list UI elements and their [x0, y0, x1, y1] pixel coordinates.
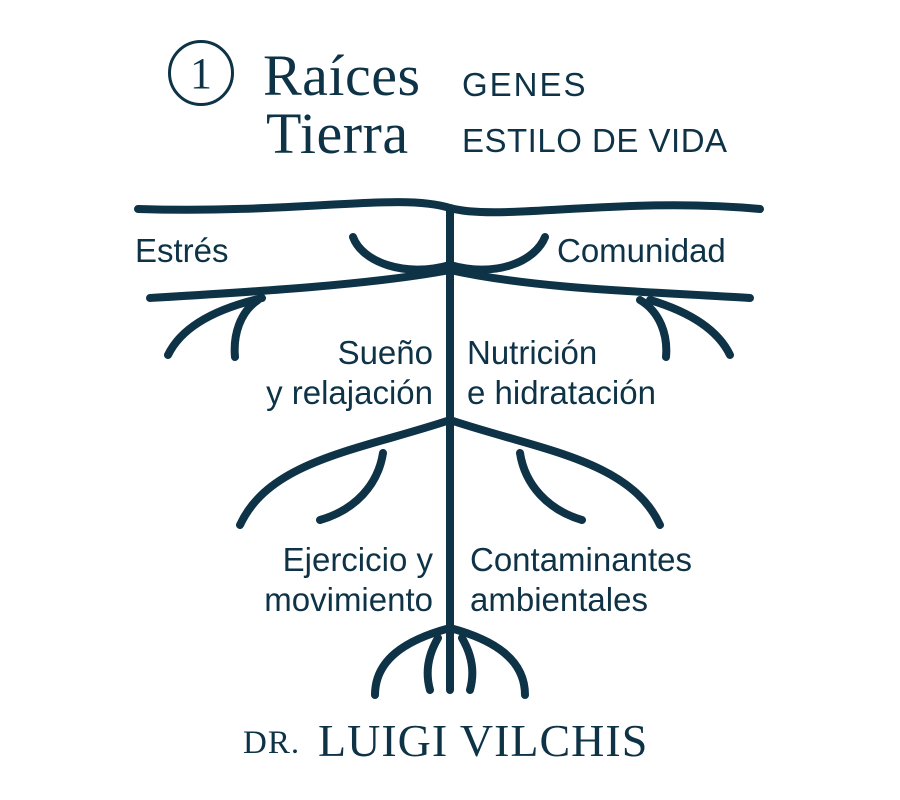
- footer-prefix: DR.: [243, 725, 301, 761]
- label-sueno-y-relajacion: Sueño y relajación: [266, 333, 433, 413]
- label-ejercicio-line1: Ejercicio y: [282, 541, 433, 578]
- middle-left-twig: [316, 449, 387, 524]
- upper-right-twig-inner: [636, 296, 671, 361]
- step-number: 1: [190, 48, 212, 98]
- middle-right-twig: [516, 449, 586, 524]
- label-estres: Estrés: [135, 232, 229, 269]
- label-nutricion-line1: Nutrición: [467, 334, 598, 371]
- bottom-left-root-outer: [371, 624, 454, 699]
- middle-left-branch: [236, 416, 454, 529]
- label-sueno-line2: y relajación: [266, 374, 433, 411]
- subtitle-estilo-de-vida: ESTILO DE VIDA: [462, 122, 728, 159]
- upper-right-curl: [446, 233, 549, 274]
- label-ejercicio-y-movimiento: Ejercicio y movimiento: [264, 540, 433, 620]
- footer-author-name: LUIGI VILCHIS: [318, 715, 649, 766]
- bottom-left-root-inner: [423, 634, 442, 694]
- upper-left-twig-outer: [164, 294, 266, 359]
- label-contaminantes-line1: Contaminantes: [470, 541, 692, 578]
- upper-left-twig-inner: [230, 296, 262, 361]
- bottom-right-root-outer: [446, 624, 529, 699]
- label-contaminantes-ambientales: Contaminantes ambientales: [470, 540, 692, 620]
- upper-right-branch: [446, 266, 754, 302]
- bottom-right-root-inner: [458, 634, 477, 694]
- label-ejercicio-line2: movimiento: [264, 581, 433, 618]
- upper-left-curl: [349, 233, 454, 274]
- upper-right-twig-outer: [646, 296, 734, 359]
- label-contaminantes-line2: ambientales: [470, 581, 648, 618]
- label-nutricion-line2: e hidratación: [467, 374, 656, 411]
- upper-left-branch: [146, 266, 454, 302]
- title-raices: Raíces: [263, 43, 421, 108]
- step-number-badge: 1: [168, 40, 234, 106]
- title-tierra: Tierra: [266, 101, 409, 166]
- label-nutricion-e-hidratacion: Nutrición e hidratación: [467, 333, 656, 413]
- middle-right-branch: [446, 416, 664, 529]
- label-comunidad: Comunidad: [557, 232, 726, 269]
- subtitle-genes: GENES: [462, 66, 588, 103]
- label-sueno-line1: Sueño: [337, 334, 433, 371]
